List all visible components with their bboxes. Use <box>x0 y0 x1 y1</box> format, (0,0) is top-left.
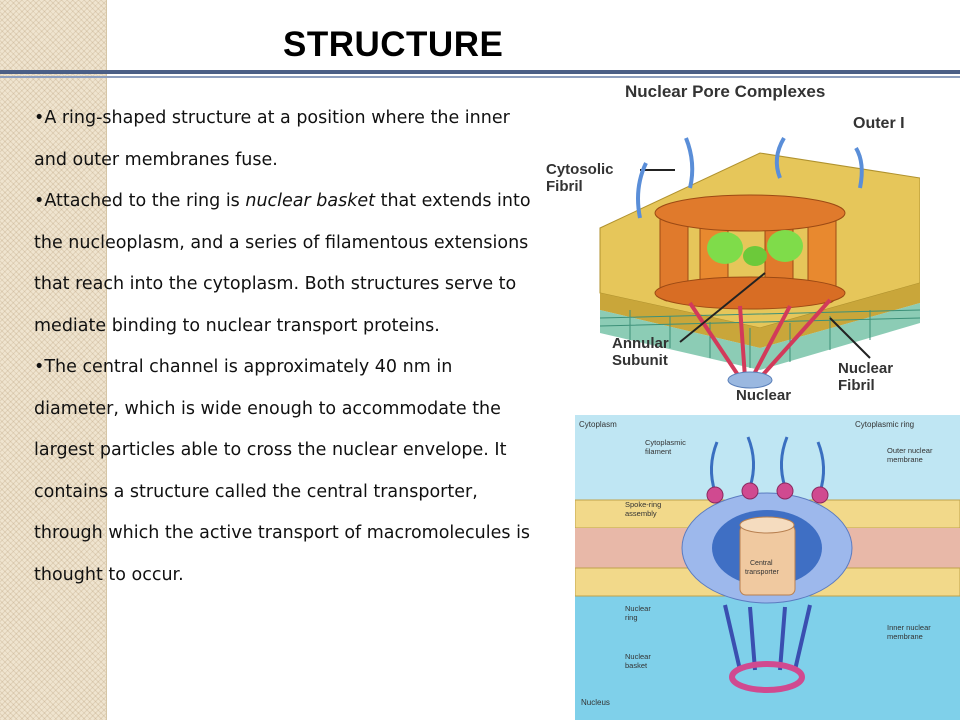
bullet-glyph: • <box>34 191 45 211</box>
nuclear-pore-complex-illustration: Nuclear Pore Complexes Outer I Cytosolic… <box>540 78 920 408</box>
bullet-glyph: • <box>34 108 45 128</box>
figure2-label-nuclear-ring-1: Nuclear <box>625 604 651 613</box>
figure2-label-cyto-ring: Cytoplasmic ring <box>855 420 914 429</box>
figure1-label-nuclear-fibril-2: Fibril <box>838 377 875 394</box>
figure1-label-outer: Outer I <box>853 115 905 132</box>
bullet-item: •A ring-shaped structure at a position w… <box>34 98 534 181</box>
figure2-label-spoke-1: Spoke-ring <box>625 500 661 509</box>
decorative-side-stripe <box>0 0 107 720</box>
title-underline-light <box>0 76 960 78</box>
figure1-label-nuclear-fibril-1: Nuclear <box>838 360 893 377</box>
figure2-label-outer-membrane-1: Outer nuclear <box>887 446 933 455</box>
bullet-emphasis: nuclear basket <box>245 191 376 211</box>
figure2-label-transporter: transporter <box>745 569 780 576</box>
bullet-text: that extends into the nucleoplasm, and a… <box>34 191 531 336</box>
bullet-item: •The central channel is approximately 40… <box>34 347 534 596</box>
figure1-label-cytosolic: Cytosolic <box>546 161 614 178</box>
figure1-label-fibril: Fibril <box>546 178 583 195</box>
slide-title: STRUCTURE <box>283 25 504 64</box>
figure2-label-cyto-filament-2: filament <box>645 447 672 456</box>
figure1-title: Nuclear Pore Complexes <box>625 82 825 101</box>
figure2-label-central: Central <box>750 560 773 567</box>
figure2-label-inner-membrane-2: membrane <box>887 632 923 641</box>
figure1-label-nuclear: Nuclear <box>736 387 791 404</box>
figure2-label-cytoplasm: Cytoplasm <box>579 420 617 429</box>
figure2-label-inner-membrane-1: Inner nuclear <box>887 623 931 632</box>
bullet-text: The central channel is approximately 40 … <box>34 357 531 585</box>
figure2-label-nuclear-ring-2: ring <box>625 613 638 622</box>
figure2-label-spoke-2: assembly <box>625 509 657 518</box>
bullet-item: •Attached to the ring is nuclear basket … <box>34 181 534 347</box>
figure1-label-annular: Annular <box>612 335 669 352</box>
figure2-label-nucleus: Nucleus <box>581 698 610 707</box>
figure1-label-subunit: Subunit <box>612 352 668 369</box>
figure2-label-cyto-filament-1: Cytoplasmic <box>645 438 686 447</box>
title-underline-dark <box>0 70 960 74</box>
figure2-label-outer-membrane-2: membrane <box>887 455 923 464</box>
bullet-text: Attached to the ring is <box>44 191 246 211</box>
figure2-label-basket-1: Nuclear <box>625 652 651 661</box>
nuclear-pore-schematic: Central transporter Cytoplasm Cytoplasmi… <box>575 415 960 720</box>
bullet-list: •A ring-shaped structure at a position w… <box>34 98 534 596</box>
figure2-label-basket-2: basket <box>625 661 648 670</box>
bullet-glyph: • <box>34 357 45 377</box>
bullet-text: A ring-shaped structure at a position wh… <box>34 108 510 170</box>
